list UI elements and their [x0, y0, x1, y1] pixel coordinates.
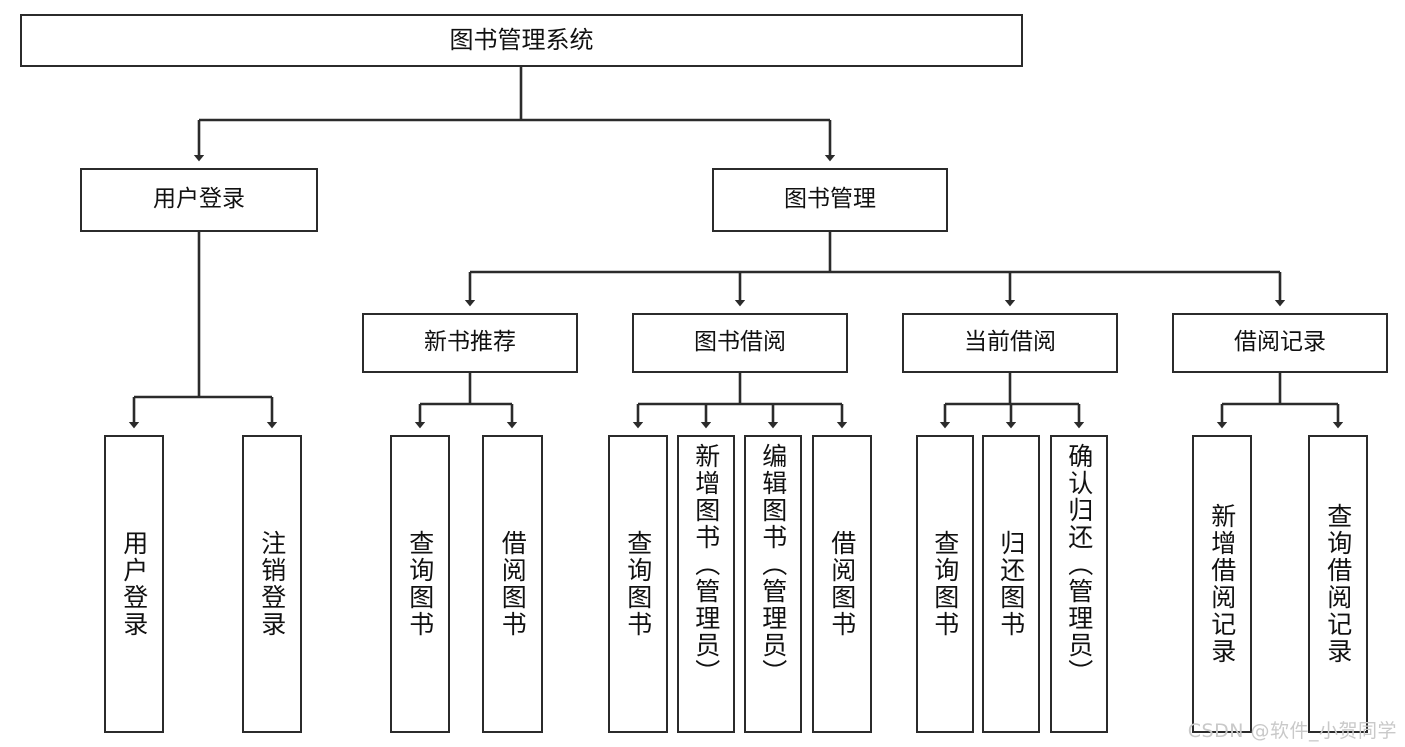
node-root-system[interactable]: 图书管理系统 — [20, 14, 1023, 67]
node-book-borrow[interactable]: 图书借阅 — [632, 313, 848, 373]
node-label: 图书借阅 — [694, 329, 786, 356]
node-leaf-query-book-1[interactable]: 查询图书 — [390, 435, 450, 733]
node-leaf-confirm-return[interactable]: 确认归还（管理员） — [1050, 435, 1108, 733]
node-label: 编辑图书（管理员） — [758, 443, 788, 686]
node-label: 查询图书 — [930, 530, 960, 638]
node-label: 注销登录 — [257, 530, 287, 638]
node-leaf-borrow-book-2[interactable]: 借阅图书 — [812, 435, 872, 733]
node-label: 当前借阅 — [964, 329, 1056, 356]
node-leaf-query-record[interactable]: 查询借阅记录 — [1308, 435, 1368, 733]
watermark-text: CSDN @软件_小贺同学 — [1187, 720, 1397, 742]
node-current-borrow[interactable]: 当前借阅 — [902, 313, 1118, 373]
node-leaf-add-record[interactable]: 新增借阅记录 — [1192, 435, 1252, 733]
node-label: 新增借阅记录 — [1207, 503, 1237, 665]
node-label: 图书管理系统 — [449, 26, 594, 55]
node-label: 查询图书 — [405, 530, 435, 638]
node-leaf-edit-book[interactable]: 编辑图书（管理员） — [744, 435, 802, 733]
node-label: 归还图书 — [996, 530, 1026, 638]
node-label: 确认归还（管理员） — [1064, 443, 1094, 686]
node-label: 图书管理 — [784, 186, 876, 213]
node-leaf-add-book[interactable]: 新增图书（管理员） — [677, 435, 735, 733]
node-leaf-query-book-2[interactable]: 查询图书 — [608, 435, 668, 733]
node-leaf-return-book[interactable]: 归还图书 — [982, 435, 1040, 733]
node-label: 查询借阅记录 — [1323, 503, 1353, 665]
node-leaf-logout-login[interactable]: 注销登录 — [242, 435, 302, 733]
node-label: 新增图书（管理员） — [691, 443, 721, 686]
node-leaf-query-book-3[interactable]: 查询图书 — [916, 435, 974, 733]
node-borrow-record[interactable]: 借阅记录 — [1172, 313, 1388, 373]
node-leaf-borrow-book-1[interactable]: 借阅图书 — [482, 435, 543, 733]
node-leaf-user-login[interactable]: 用户登录 — [104, 435, 164, 733]
node-label: 用户登录 — [119, 530, 149, 638]
node-label: 用户登录 — [153, 186, 245, 213]
node-label: 借阅记录 — [1234, 329, 1326, 356]
node-label: 查询图书 — [623, 530, 653, 638]
node-user-login[interactable]: 用户登录 — [80, 168, 318, 232]
node-label: 借阅图书 — [498, 530, 528, 638]
node-book-manage[interactable]: 图书管理 — [712, 168, 948, 232]
node-label: 新书推荐 — [424, 329, 516, 356]
node-label: 借阅图书 — [827, 530, 857, 638]
node-new-book-recommend[interactable]: 新书推荐 — [362, 313, 578, 373]
